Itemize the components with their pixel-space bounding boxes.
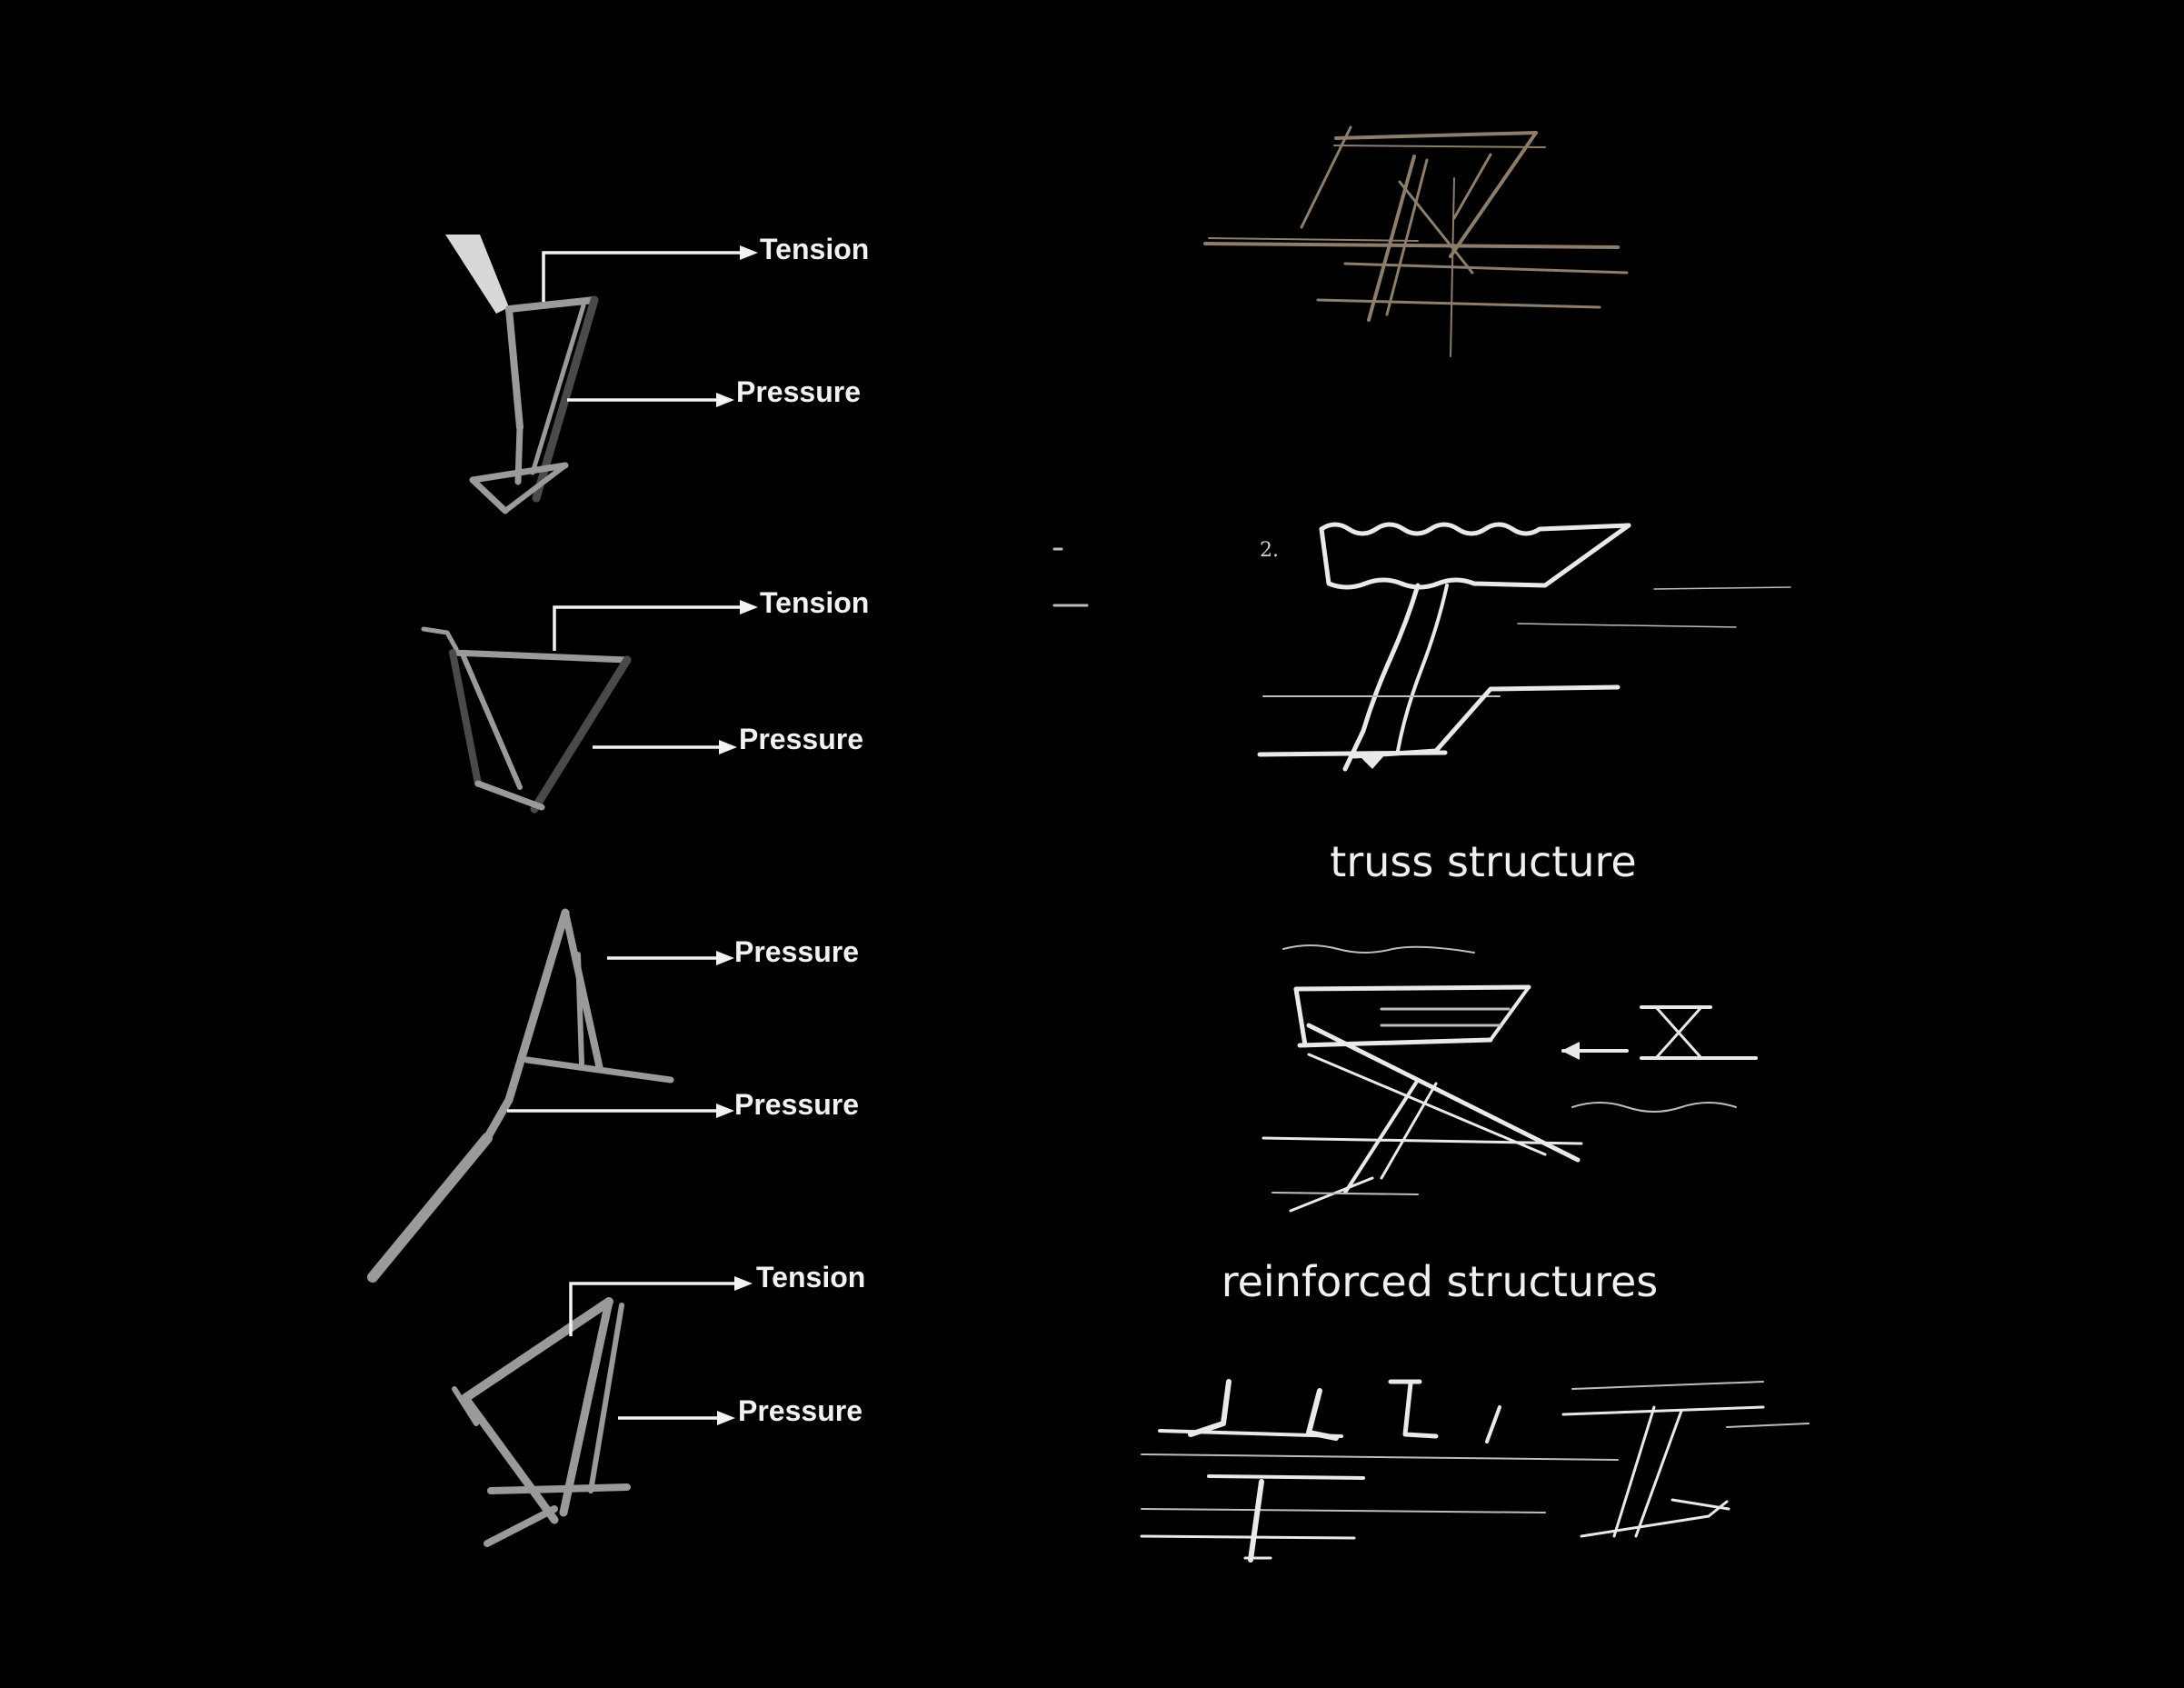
arrow-tension-4 [569,1276,753,1336]
caption-truss-structure: truss structure [1330,837,1636,886]
label-pressure-2: Pressure [739,723,863,755]
svg-text:2.: 2. [1260,539,1279,562]
arrow-pressure-1 [567,393,734,407]
label-tension-2: Tension [760,586,869,619]
label-pressure-3b: Pressure [734,1088,859,1121]
arrow-tension-1 [542,245,758,302]
sketch-3 [1262,944,1758,1213]
sketch-2: 2. [1052,522,1791,772]
sketch-1 [1203,125,1629,357]
sketch-4 [1140,1379,1810,1563]
label-tension-1: Tension [760,233,869,265]
arrow-tension-2 [553,600,758,651]
label-pressure-1: Pressure [736,375,861,408]
arrow-pressure-3b [507,1104,734,1118]
label-pressure-4: Pressure [738,1394,863,1427]
label-pressure-3a: Pressure [734,935,859,968]
model-photo-2 [421,626,632,814]
arrow-pressure-2 [593,740,737,754]
caption-reinforced-structures: reinforced structures [1222,1257,1659,1306]
model-photo-4 [452,1297,631,1547]
model-photo-3 [367,908,674,1283]
label-tension-4: Tension [756,1261,865,1293]
arrow-pressure-4 [618,1411,735,1425]
arrow-pressure-3a [607,951,734,965]
model-photo-1 [445,235,599,514]
